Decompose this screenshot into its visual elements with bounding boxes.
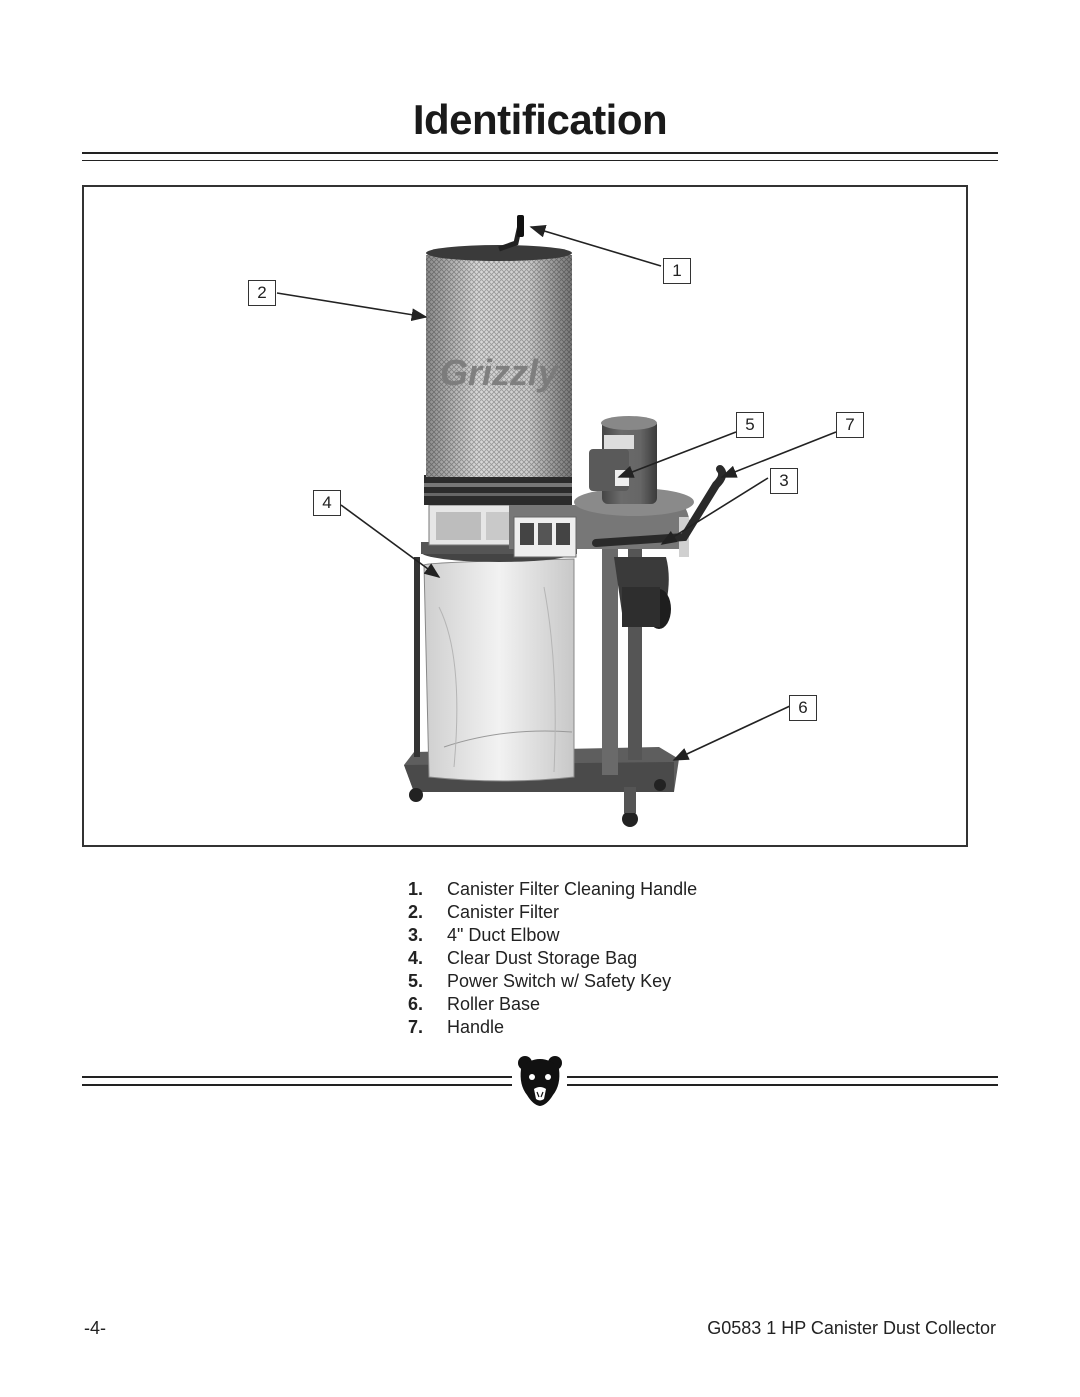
callout-6: 6: [789, 695, 817, 721]
footer-rule-right-bottom: [567, 1084, 998, 1086]
footer-rule-left-bottom: [82, 1084, 512, 1086]
footer-rule-right-top: [567, 1076, 998, 1078]
page-title: Identification: [412, 96, 668, 143]
legend-label: Handle: [447, 1017, 505, 1037]
callout-2: 2: [248, 280, 276, 306]
filter-cleaning-handle: [498, 215, 524, 252]
page-number: -4-: [84, 1318, 106, 1338]
callout-3: 3: [770, 468, 798, 494]
bear-logo-icon: [518, 1056, 562, 1106]
motor: [589, 416, 657, 504]
legend-number: 1.: [408, 879, 424, 899]
bag-ring-post: [414, 557, 420, 757]
filter-clamp: [424, 475, 572, 505]
legend-item: 7. Handle: [400, 1016, 697, 1039]
title-rule-top: [82, 152, 998, 154]
callout-4: 4: [313, 490, 341, 516]
clear-storage-bag: [423, 558, 575, 782]
legend-number: 4.: [408, 948, 424, 968]
legend-label: Roller Base: [447, 994, 541, 1014]
callout-5: 5: [736, 412, 764, 438]
stand-post-front: [602, 545, 618, 775]
dust-collector-illustration: Grizzly: [276, 215, 837, 827]
legend-item: 4. Clear Dust Storage Bag: [400, 947, 697, 970]
duct-elbow: [614, 557, 671, 629]
footer-rule-left-top: [82, 1076, 512, 1078]
parts-legend: 1. Canister Filter Cleaning Handle 2. Ca…: [400, 878, 697, 1039]
grizzly-brand-text: Grizzly: [440, 352, 560, 393]
callout-leaders: [276, 225, 837, 761]
legend-item: 1. Canister Filter Cleaning Handle: [400, 878, 697, 901]
callout-1: 1: [663, 258, 691, 284]
legend-label: Clear Dust Storage Bag: [447, 948, 638, 968]
legend-number: 7.: [408, 1017, 424, 1037]
legend-label: 4" Duct Elbow: [447, 925, 560, 945]
legend-label: Canister Filter: [447, 902, 560, 922]
legend-item: 5. Power Switch w/ Safety Key: [400, 970, 697, 993]
identification-figure: Grizzly 1 2 3 4 5 6 7: [82, 185, 968, 847]
legend-item: 3. 4" Duct Elbow: [400, 924, 697, 947]
legend-number: 2.: [408, 902, 424, 922]
legend-item: 6. Roller Base: [400, 993, 697, 1016]
legend-number: 3.: [408, 925, 424, 945]
legend-number: 5.: [408, 971, 424, 991]
callout-7: 7: [836, 412, 864, 438]
legend-item: 2. Canister Filter: [400, 901, 697, 924]
legend-label: Canister Filter Cleaning Handle: [447, 879, 698, 899]
title-rule-bottom: [82, 160, 998, 161]
canister-filter: Grizzly: [426, 245, 572, 477]
legend-number: 6.: [408, 994, 424, 1014]
legend-label: Power Switch w/ Safety Key: [447, 971, 672, 991]
document-title: G0583 1 HP Canister Dust Collector: [707, 1318, 996, 1338]
